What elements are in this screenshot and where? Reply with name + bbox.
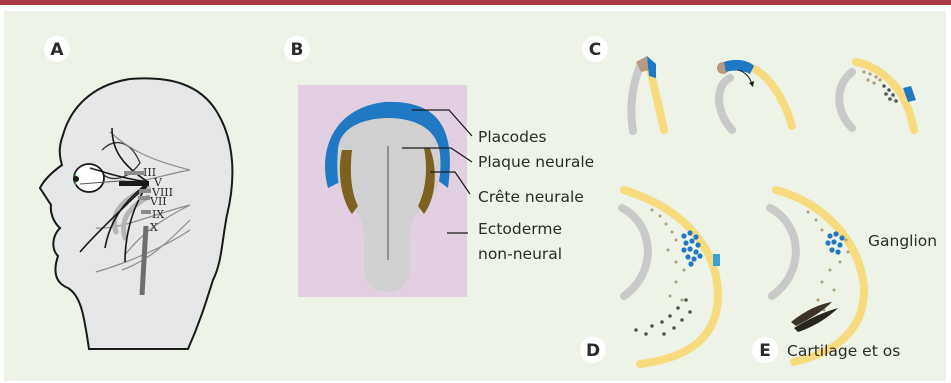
e-neural-tissue <box>770 208 796 296</box>
label-ectoderme: Ectoderme <box>478 220 562 238</box>
nerve-iii-trunk <box>124 171 144 175</box>
d-placode-spot <box>713 254 720 266</box>
head-outline <box>40 78 232 349</box>
panel-c-label: C <box>589 40 601 60</box>
label-placodes: Placodes <box>478 128 547 146</box>
panel-e: Ganglion E Cartilage et os <box>752 190 937 363</box>
panel-a-head: A <box>40 36 232 349</box>
panel-b-label: B <box>291 40 304 60</box>
nerve-label-vii: VII <box>149 195 167 208</box>
label-non-neural: non-neural <box>478 245 562 263</box>
nerve-label-x: X <box>150 221 158 234</box>
d-crest-cells-dark <box>634 298 692 336</box>
label-plaque-neurale: Plaque neurale <box>478 153 594 171</box>
d-neural-tissue <box>622 208 648 296</box>
label-cartilage-os: Cartilage et os <box>787 342 900 360</box>
nerve-viii-trunk <box>139 189 151 193</box>
panel-d-label: D <box>586 341 600 361</box>
nerve-v-trunk <box>119 181 149 186</box>
panel-d: D <box>580 190 720 364</box>
nerve-ix-trunk <box>141 210 151 214</box>
panel-e-label: E <box>759 341 771 361</box>
e-crest-cells-light <box>807 211 850 312</box>
label-ganglion: Ganglion <box>868 232 937 250</box>
nerve-label-ix: IX <box>152 208 164 221</box>
panel-b-neural-plate: B Placodes Plaque neurale Crête neurale … <box>284 36 594 297</box>
panel-c-stages: C <box>582 36 916 131</box>
stage2-neural-tissue <box>719 78 732 130</box>
stage3-neural-tissue <box>839 72 852 128</box>
label-crete-neurale: Crête neurale <box>478 188 584 206</box>
panel-a-label: A <box>50 40 64 60</box>
stage1-neural-tissue <box>631 66 640 131</box>
nerve-vii-trunk <box>138 196 150 200</box>
stage2-placode <box>724 60 754 74</box>
pupil <box>73 176 79 182</box>
stage2-ectoderm <box>748 66 792 126</box>
